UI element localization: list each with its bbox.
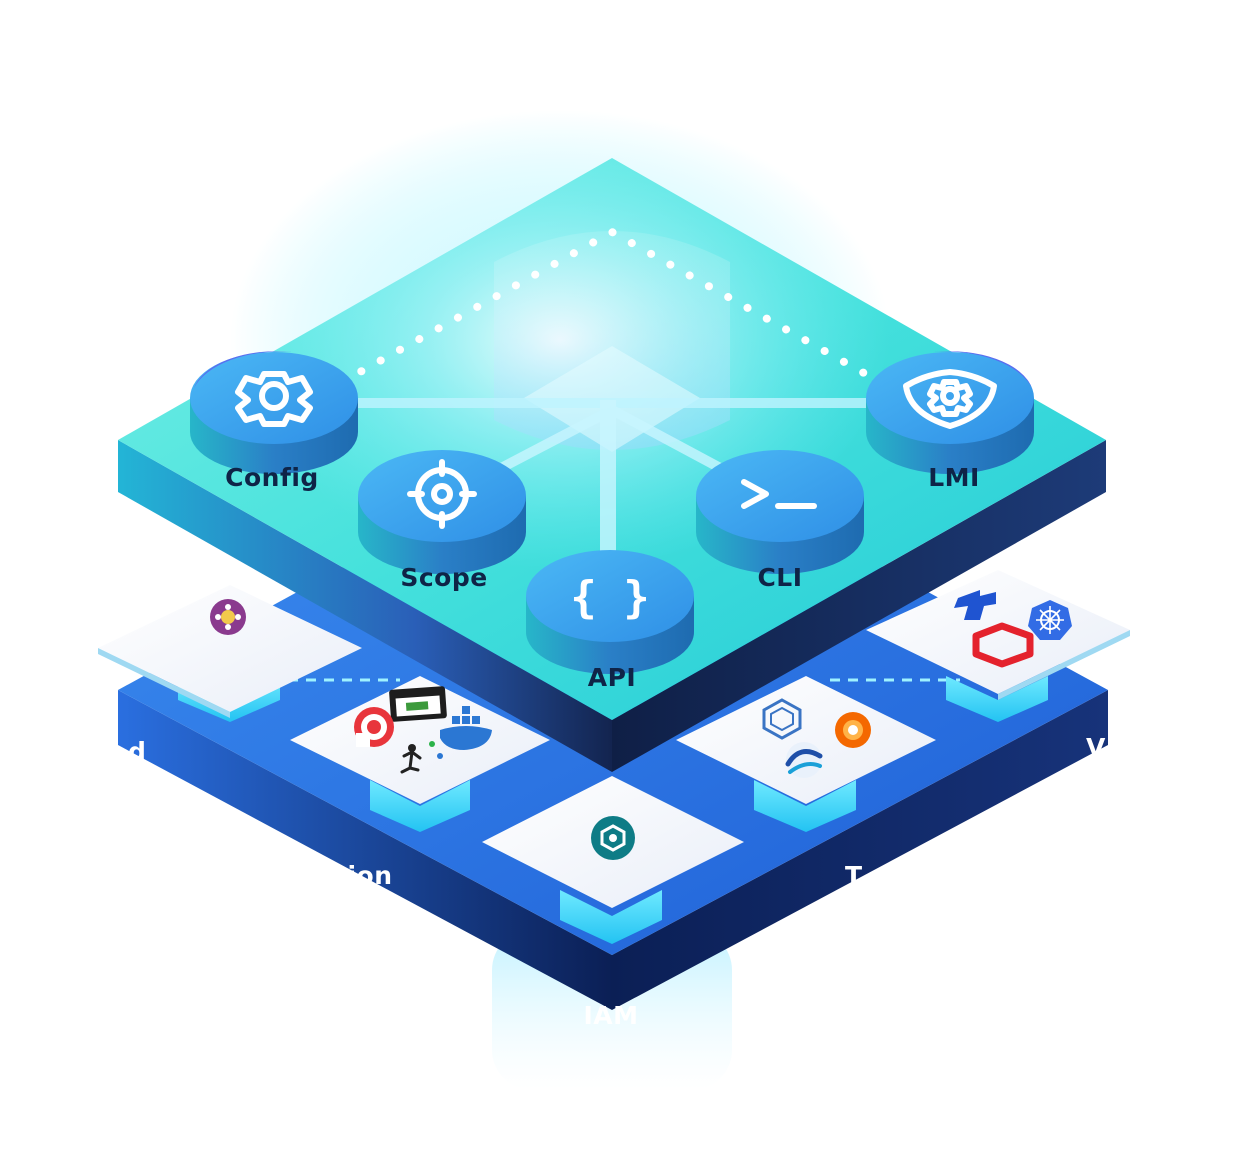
base-label-iam: IAM bbox=[583, 1001, 638, 1030]
window-logo bbox=[389, 686, 447, 722]
top-right-side bbox=[612, 440, 1106, 772]
base-label-left: d bbox=[128, 737, 146, 766]
scope-label: Scope bbox=[400, 563, 487, 592]
tile-left bbox=[290, 676, 550, 832]
tile-top bbox=[290, 676, 550, 804]
api-label: API bbox=[588, 663, 636, 692]
top-layer bbox=[118, 110, 1106, 772]
wave-logo bbox=[785, 742, 823, 778]
cli-label: CLI bbox=[757, 563, 802, 592]
config-label: Config bbox=[225, 463, 319, 492]
lmi-label: LMI bbox=[928, 463, 980, 492]
api-node[interactable]: { } API bbox=[526, 550, 694, 692]
gear-icon bbox=[235, 371, 313, 427]
terminal-prompt-icon bbox=[741, 479, 817, 509]
base-right-side bbox=[612, 690, 1108, 1010]
tile-far-right bbox=[866, 570, 1130, 722]
config-node[interactable]: Config bbox=[190, 351, 358, 492]
tile-top bbox=[98, 585, 362, 712]
base-label-left-mid: tion bbox=[335, 861, 393, 890]
red-swirl-logo bbox=[354, 707, 394, 747]
base-label-right: V bbox=[1086, 733, 1106, 762]
base-label-right-mid: T bbox=[845, 861, 863, 890]
purple-flower-logo bbox=[210, 599, 246, 635]
helm-wheel-logo bbox=[1028, 600, 1072, 640]
tile-far-left bbox=[98, 585, 362, 722]
base-left-side bbox=[118, 690, 612, 1010]
lmi-node[interactable]: LMI bbox=[866, 351, 1034, 492]
docker-whale-logo bbox=[440, 706, 492, 750]
figure-logo bbox=[400, 741, 443, 774]
tile-top bbox=[866, 570, 1130, 694]
tile-center bbox=[482, 776, 744, 944]
openshift-logo bbox=[972, 622, 1034, 668]
polyhedron-logo bbox=[762, 698, 802, 740]
curly-braces-icon: { } bbox=[570, 572, 649, 623]
tile-top bbox=[676, 676, 936, 804]
tile-right bbox=[676, 676, 936, 832]
shield-gear-icon bbox=[903, 369, 997, 429]
blue-r-logo bbox=[954, 590, 996, 620]
crosshair-icon bbox=[407, 459, 477, 529]
grafana-logo bbox=[835, 712, 871, 748]
dotted-connector bbox=[338, 227, 884, 386]
scope-node[interactable]: Scope bbox=[358, 450, 526, 592]
hexagon-eye-logo bbox=[591, 816, 635, 860]
top-left-side bbox=[118, 440, 612, 772]
cli-node[interactable]: CLI bbox=[696, 450, 864, 592]
